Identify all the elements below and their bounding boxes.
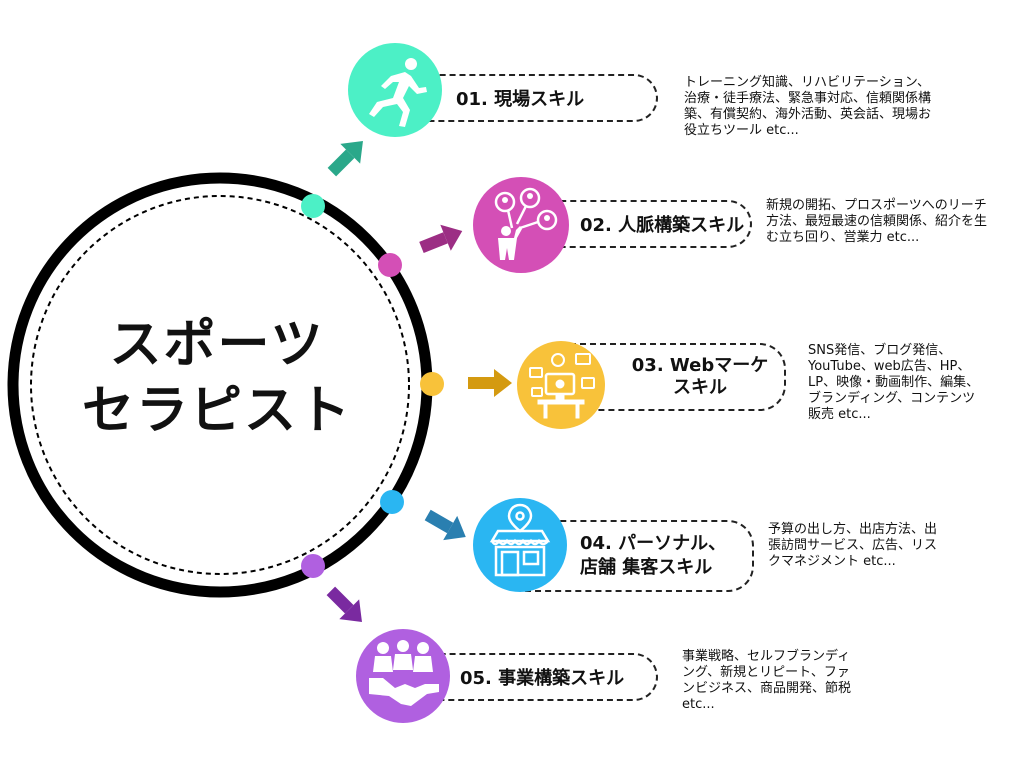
arrow-05 <box>326 586 362 622</box>
skill-label-05: 05. 事業構築スキル <box>400 653 658 701</box>
ring-dot-blue <box>380 490 404 514</box>
skill-desc-02-line: む立ち回り、営業力 etc... <box>766 230 920 245</box>
ring-dot-mint <box>301 194 325 218</box>
skill-label-02-text: 02. 人脈構築スキル <box>580 215 745 236</box>
network-people-icon <box>473 177 569 273</box>
skill-desc-05-line: ング、新規とリピート、ファ <box>682 665 850 680</box>
skill-desc-03-line: SNS発信、ブログ発信、 <box>808 343 952 358</box>
web-marketing-icon <box>517 341 605 429</box>
runner-icon <box>348 43 442 137</box>
skill-desc-03-line: ブランディング、コンテンツ <box>808 391 976 406</box>
skill-label-03-line1: 03. Webマーケ <box>631 355 769 376</box>
skill-desc-01-line: 治療・徒手療法、緊急事対応、信頼関係構 <box>684 91 932 106</box>
skill-desc-01-line: トレーニング知識、リハビリテーション、 <box>684 75 930 90</box>
arrow-01 <box>327 141 363 177</box>
skill-desc-03-line: YouTube、web広告、HP、 <box>808 359 971 374</box>
skill-desc-05-line: ンビジネス、商品開発、節税 <box>682 681 852 696</box>
skill-label-04-line2: 店舗 集客スキル <box>580 557 713 578</box>
ring-dot-magenta <box>378 253 402 277</box>
handshake-team-icon <box>356 629 450 723</box>
arrow-04 <box>424 509 466 541</box>
skill-desc-05: 事業戦略、セルフブランディ ング、新規とリピート、ファ ンビジネス、商品開発、節… <box>682 649 851 713</box>
skill-desc-03-line: 販売 etc... <box>808 407 871 422</box>
skill-desc-02-line: 方法、最短最速の信頼関係、紹介を生 <box>766 214 988 229</box>
skill-label-04-line1: 04. パーソナル、 <box>580 533 727 554</box>
skill-desc-01-line: 役立ちツール etc... <box>684 123 799 138</box>
skill-desc-01-line: 築、有償契約、海外活動、英会話、現場お <box>684 107 932 122</box>
skill-desc-03-line: LP、映像・動画制作、編集、 <box>808 375 980 390</box>
skill-label-04: 04. パーソナル、 店舗 集客スキル <box>520 520 754 592</box>
skill-desc-04-line: 張訪問サービス、広告、リス <box>768 538 938 553</box>
ring-dot-yellow <box>420 372 444 396</box>
skill-label-03-line2: スキル <box>673 377 727 398</box>
skill-label-02: 02. 人脈構築スキル <box>520 200 752 248</box>
skill-desc-05-line: etc... <box>682 697 715 712</box>
ring-dot-purple <box>301 554 325 578</box>
skill-label-03: 03. Webマーケ スキル <box>560 343 786 411</box>
skill-label-01-text: 01. 現場スキル <box>456 89 585 110</box>
skill-label-05-text: 05. 事業構築スキル <box>460 668 625 689</box>
arrow-02 <box>419 224 463 254</box>
center-title: スポーツ セラピスト <box>62 312 372 444</box>
center-title-line1: スポーツ <box>109 315 325 375</box>
arrow-03 <box>468 369 512 397</box>
skill-desc-02-line: 新規の開拓、プロスポーツへのリーチ <box>766 198 987 213</box>
skill-desc-03: SNS発信、ブログ発信、 YouTube、web広告、HP、 LP、映像・動画制… <box>808 343 979 423</box>
skill-desc-02: 新規の開拓、プロスポーツへのリーチ 方法、最短最速の信頼関係、紹介を生 む立ち回… <box>766 198 987 246</box>
skill-desc-01: トレーニング知識、リハビリテーション、 治療・徒手療法、緊急事対応、信頼関係構 … <box>684 75 931 139</box>
inner-dashed-ring <box>30 195 410 575</box>
skill-desc-04-line: 予算の出し方、出店方法、出 <box>768 522 938 537</box>
center-title-line2: セラピスト <box>81 381 352 441</box>
skill-desc-04: 予算の出し方、出店方法、出 張訪問サービス、広告、リス クマネジメント etc.… <box>768 522 937 570</box>
store-icon <box>473 498 567 592</box>
skill-desc-04-line: クマネジメント etc... <box>768 554 896 569</box>
skill-label-01: 01. 現場スキル <box>400 74 658 122</box>
skill-desc-05-line: 事業戦略、セルフブランディ <box>682 649 851 664</box>
